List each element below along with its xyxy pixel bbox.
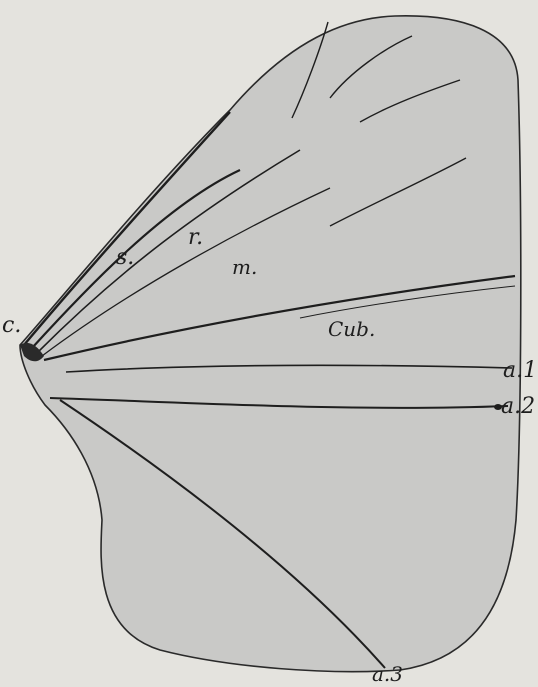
- label-media: m.: [232, 255, 257, 279]
- label-costa: c.: [2, 313, 21, 338]
- label-radius: r.: [188, 225, 203, 250]
- wing-membrane: [20, 16, 521, 672]
- label-anal-2: a.2: [501, 394, 535, 419]
- label-subcosta: s.: [116, 245, 134, 270]
- label-anal-3: a.3: [372, 662, 403, 686]
- label-cubitus: Cub.: [328, 317, 375, 341]
- label-anal-1: a.1: [503, 358, 537, 383]
